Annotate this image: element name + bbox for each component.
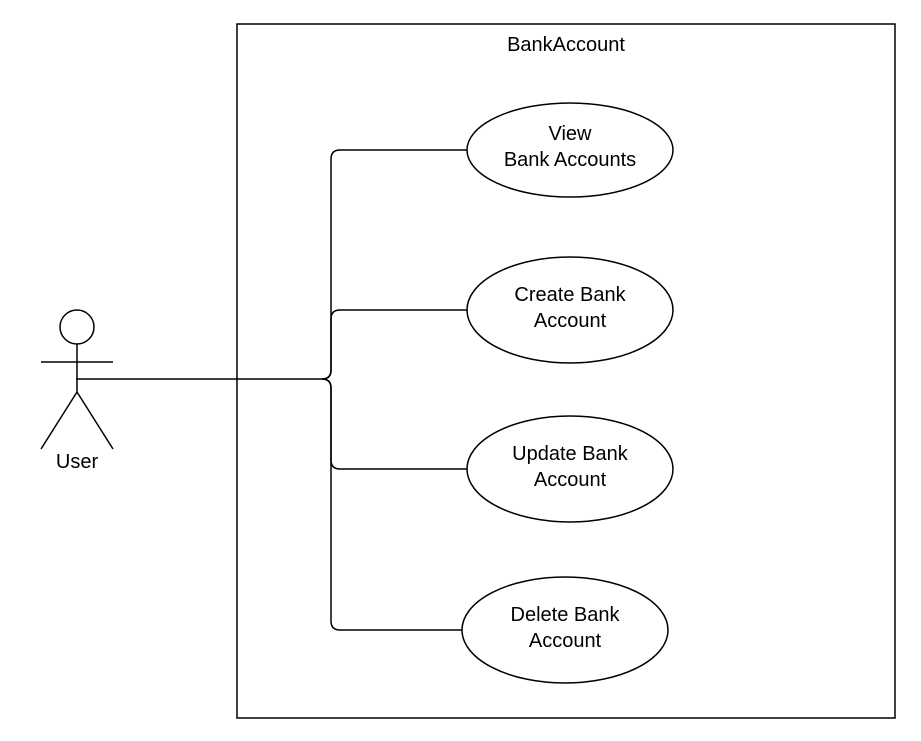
system-title: BankAccount [507,34,625,56]
use-case-label-line-1: View [549,123,593,145]
associations [76,149,468,631]
use-case-label-line-2: Account [534,469,607,491]
association-view[interactable] [321,149,468,380]
use-case-view-bank-accounts[interactable]: View Bank Accounts [466,102,674,198]
association-delete[interactable] [321,378,462,631]
association-create[interactable] [321,309,468,380]
use-case-ellipse [461,576,669,684]
stick-figure-icon [40,309,114,450]
system-boundary [236,23,896,719]
actor-user[interactable]: User [40,309,114,473]
association-update[interactable] [321,378,468,470]
use-case-label-line-1: Create Bank [514,284,626,306]
use-case-label-line-1: Delete Bank [511,604,621,626]
actor-name: User [56,451,99,473]
use-case-label-line-2: Account [529,630,602,652]
use-case-update-bank-account[interactable]: Update Bank Account [466,415,674,523]
use-case-label-line-2: Account [534,310,607,332]
use-case-label-line-2: Bank Accounts [504,149,636,171]
use-case-delete-bank-account[interactable]: Delete Bank Account [461,576,669,684]
use-case-ellipse [466,415,674,523]
use-case-label-line-1: Update Bank [512,443,629,465]
use-case-create-bank-account[interactable]: Create Bank Account [466,256,674,364]
use-case-ellipse [466,102,674,198]
use-case-ellipse [466,256,674,364]
